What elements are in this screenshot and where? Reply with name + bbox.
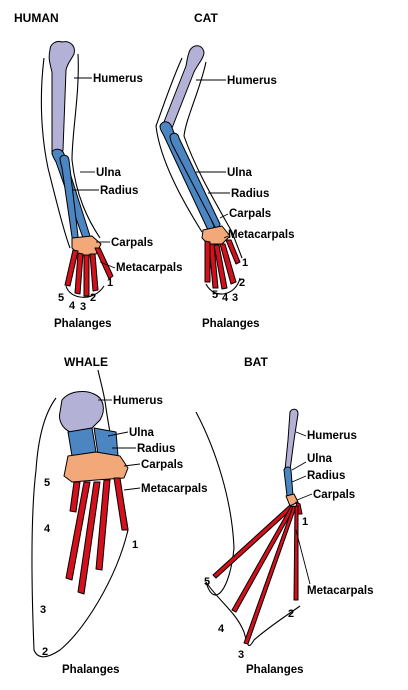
whale-digit-number-1: 1 <box>132 539 138 551</box>
bat-carpals-label: Carpals <box>313 489 355 501</box>
whale-metacarpals-label: Metacarpals <box>141 483 207 495</box>
bat-ulna-leader <box>291 461 307 471</box>
cat-digit-number-3: 3 <box>232 292 238 304</box>
human-digit-4 <box>74 252 84 295</box>
human-panel: HUMAN Humerus Ulna Radius Carpals Metaca… <box>14 11 182 330</box>
cat-panel: CAT Humerus Ulna Radius Carpals Metacarp… <box>155 11 294 330</box>
cat-radius <box>169 132 221 228</box>
whale-digit-number-5: 5 <box>44 477 50 489</box>
cat-metacarpals-leader <box>223 235 229 239</box>
cat-digit-number-1: 1 <box>242 257 248 269</box>
human-phalanges-label: Phalanges <box>54 318 112 330</box>
cat-digit-number-2: 2 <box>239 277 245 289</box>
whale-humerus-label: Humerus <box>113 395 163 407</box>
cat-digit-1 <box>225 239 241 265</box>
bat-wing-outline <box>195 411 301 647</box>
human-carpals-label: Carpals <box>111 237 153 249</box>
whale-carpals <box>63 451 129 483</box>
whale-ulna-leader <box>107 431 129 437</box>
whale-digit-number-3: 3 <box>40 604 46 616</box>
cat-ulna-label: Ulna <box>227 167 253 179</box>
whale-ulna-label: Ulna <box>129 427 155 439</box>
whale-digit-3 <box>77 481 101 595</box>
whale-ulna <box>67 427 97 457</box>
human-digit-number-3: 3 <box>80 301 86 313</box>
whale-digit-number-4: 4 <box>44 523 51 535</box>
bat-digit-number-2: 2 <box>288 608 294 620</box>
bat-digit-number-1: 1 <box>302 516 308 528</box>
whale-flipper-outline <box>31 369 129 658</box>
bat-carpals <box>285 493 299 507</box>
human-title: HUMAN <box>14 11 59 25</box>
human-digit-5 <box>64 249 79 287</box>
bat-radius-label: Radius <box>307 470 345 482</box>
human-carpals <box>71 235 102 257</box>
cat-radius-label: Radius <box>231 188 269 200</box>
human-digit-number-4: 4 <box>69 300 76 312</box>
human-digit-number-2: 2 <box>90 292 96 304</box>
cat-phalanges-label: Phalanges <box>202 318 260 330</box>
whale-carpals-label: Carpals <box>141 459 183 471</box>
whale-phalanges-label: Phalanges <box>62 664 120 676</box>
human-digit-2 <box>89 253 99 292</box>
cat-title: CAT <box>194 11 218 25</box>
cat-metacarpals <box>204 239 241 290</box>
cat-ulna <box>159 121 215 231</box>
human-radius-label: Radius <box>100 185 138 197</box>
bat-digit-number-3: 3 <box>238 649 244 661</box>
cat-digit-5 <box>204 240 211 283</box>
bat-digit-number-5: 5 <box>204 576 210 588</box>
whale-digit-number-2: 2 <box>42 646 48 658</box>
human-digit-number-5: 5 <box>58 292 64 304</box>
human-metacarpals <box>64 247 114 297</box>
whale-digit-4 <box>65 481 91 581</box>
human-humerus-label: Humerus <box>93 73 143 85</box>
bat-humerus-leader <box>295 431 307 437</box>
cat-humerus-label: Humerus <box>227 75 277 87</box>
whale-humerus <box>59 391 104 433</box>
bat-digit-number-4: 4 <box>218 623 225 635</box>
cat-digit-4 <box>208 243 219 289</box>
cat-metacarpals-label: Metacarpals <box>228 229 294 241</box>
human-digit-number-1: 1 <box>107 277 113 289</box>
whale-title: WHALE <box>64 355 108 369</box>
cat-arm-outline <box>155 57 243 295</box>
bat-phalanges-label: Phalanges <box>246 664 304 676</box>
bat-panel: BAT Humerus Ulna Radius Carpals Metacarp… <box>195 355 373 676</box>
human-humerus <box>48 41 75 157</box>
bat-radius-leader <box>291 475 307 483</box>
bat-humerus <box>284 408 299 474</box>
whale-radius-label: Radius <box>137 443 175 455</box>
bat-digit-2 <box>293 505 299 601</box>
whale-metacarpals <box>65 477 129 595</box>
whale-radius-ulna <box>67 427 119 457</box>
human-metacarpals-leader <box>99 261 116 269</box>
bat-carpals-leader <box>296 493 313 501</box>
cat-carpals-label: Carpals <box>229 208 271 220</box>
human-ulna-label: Ulna <box>96 167 122 179</box>
whale-digit-5 <box>69 481 81 513</box>
cat-digit-number-4: 4 <box>222 292 229 304</box>
bat-metacarpals-label: Metacarpals <box>307 585 373 597</box>
cat-digit-number-5: 5 <box>212 289 218 301</box>
bat-humerus-label: Humerus <box>307 430 357 442</box>
bat-metacarpals <box>212 504 299 645</box>
bat-ulna-label: Ulna <box>307 453 333 465</box>
bat-metacarpals-leader <box>295 529 311 585</box>
cat-digit-3 <box>213 244 228 290</box>
human-arm-outline <box>40 53 105 298</box>
bat-title: BAT <box>244 355 268 369</box>
whale-metacarpals-leader <box>123 487 141 491</box>
whale-panel: WHALE Humerus Ulna Radius Carpals Metaca… <box>31 355 207 676</box>
human-metacarpals-label: Metacarpals <box>116 262 182 274</box>
whale-carpals-leader <box>123 463 141 467</box>
whale-digit-1 <box>113 477 129 531</box>
human-digit-3 <box>83 254 90 297</box>
whale-digit-2 <box>95 479 111 571</box>
cat-digit-2 <box>219 243 237 285</box>
cat-carpals-leader <box>219 213 229 219</box>
